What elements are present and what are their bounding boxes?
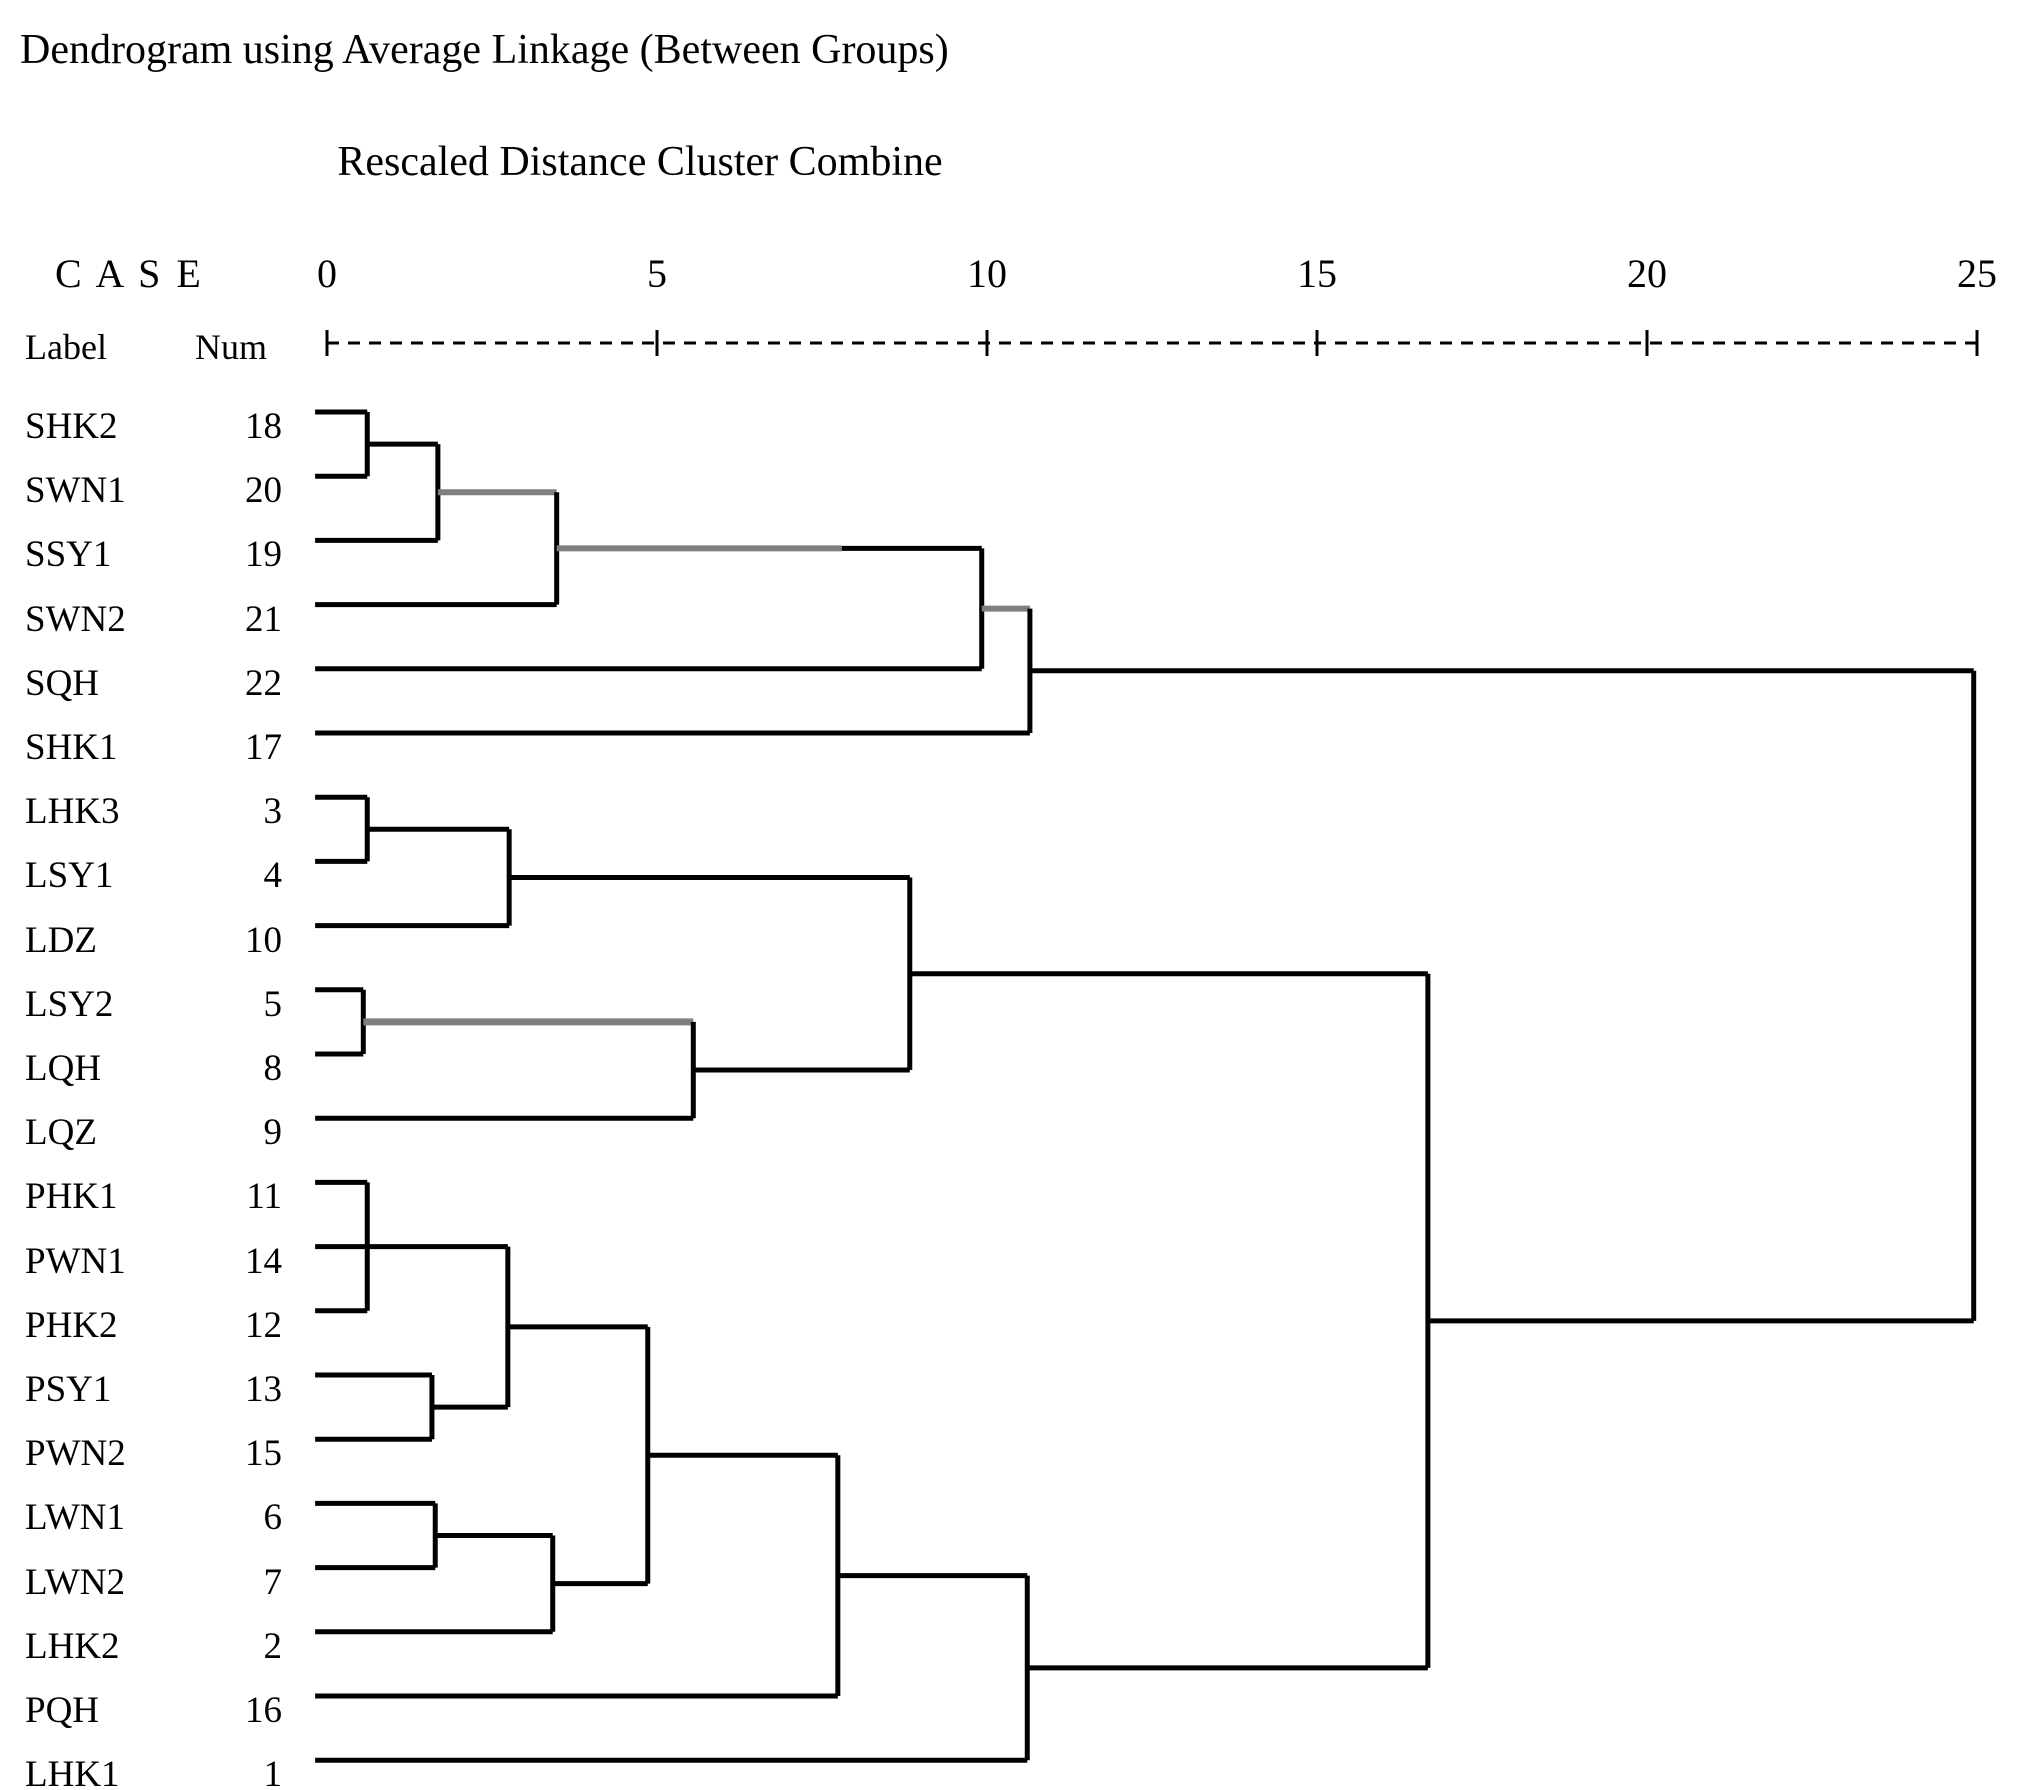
leaf-case-number: 9: [263, 1112, 283, 1154]
leaf-case-number: 4: [263, 855, 283, 897]
leaf-label: LWN2: [25, 1561, 125, 1603]
leaf-case-number: 1: [263, 1754, 283, 1790]
axis-tick-label: 10: [967, 251, 1007, 296]
leaf-label: LSY1: [25, 855, 114, 897]
leaf-case-number: 15: [245, 1433, 282, 1475]
axis-tick-label: 0: [317, 251, 337, 296]
leaf-case-number: 18: [245, 406, 282, 447]
leaf-label: LDZ: [25, 919, 97, 961]
leaf-label: PHK2: [25, 1304, 118, 1346]
leaf-case-number: 20: [245, 470, 282, 512]
leaf-label: LHK3: [25, 791, 120, 833]
leaf-case-number: 7: [263, 1561, 283, 1603]
leaf-label: SQH: [25, 662, 100, 704]
axis-title: Rescaled Distance Cluster Combine: [337, 139, 943, 185]
leaf-case-number: 16: [245, 1690, 282, 1731]
leaf-case-number: 14: [245, 1240, 282, 1282]
axis-tick-label: 15: [1297, 251, 1337, 296]
leaf-label: SWN2: [25, 598, 126, 640]
leaf-label: PWN2: [25, 1433, 126, 1475]
leaf-case-number: 11: [246, 1176, 282, 1218]
leaf-label: PQH: [25, 1690, 100, 1731]
leaf-label: LSY2: [25, 983, 114, 1025]
leaf-case-number: 17: [245, 727, 282, 768]
leaf-label: LQZ: [25, 1112, 97, 1154]
leaf-label: LHK2: [25, 1625, 120, 1667]
label-column-header: Label: [25, 327, 107, 367]
leaf-case-number: 6: [263, 1497, 283, 1539]
leaf-label: PWN1: [25, 1240, 126, 1282]
leaf-case-number: 22: [245, 662, 282, 704]
leaf-label: LQH: [25, 1048, 102, 1089]
axis-tick-label: 20: [1627, 251, 1667, 296]
leaf-case-number: 3: [263, 791, 283, 833]
axis-tick-label: 25: [1957, 251, 1997, 296]
leaf-case-number: 5: [263, 983, 283, 1025]
leaf-case-number: 13: [245, 1369, 282, 1410]
leaf-label: PSY1: [25, 1369, 112, 1410]
leaf-label: SHK1: [25, 727, 118, 768]
case-header: C A S E: [55, 251, 204, 296]
leaf-case-number: 8: [263, 1048, 283, 1089]
leaf-case-number: 19: [245, 534, 282, 576]
leaf-case-number: 2: [263, 1625, 283, 1667]
leaf-label: SHK2: [25, 406, 118, 447]
leaf-label: SWN1: [25, 470, 126, 512]
leaf-label: PHK1: [25, 1176, 118, 1218]
leaf-label: LHK1: [25, 1754, 120, 1790]
leaf-label: LWN1: [25, 1497, 125, 1539]
axis-tick-label: 5: [647, 251, 667, 296]
leaf-case-number: 12: [245, 1304, 282, 1346]
leaf-case-number: 21: [245, 598, 282, 640]
page-title: Dendrogram using Average Linkage (Betwee…: [20, 27, 949, 73]
leaf-label: SSY1: [25, 534, 112, 576]
leaf-case-number: 10: [245, 919, 282, 961]
num-column-header: Num: [195, 327, 267, 367]
